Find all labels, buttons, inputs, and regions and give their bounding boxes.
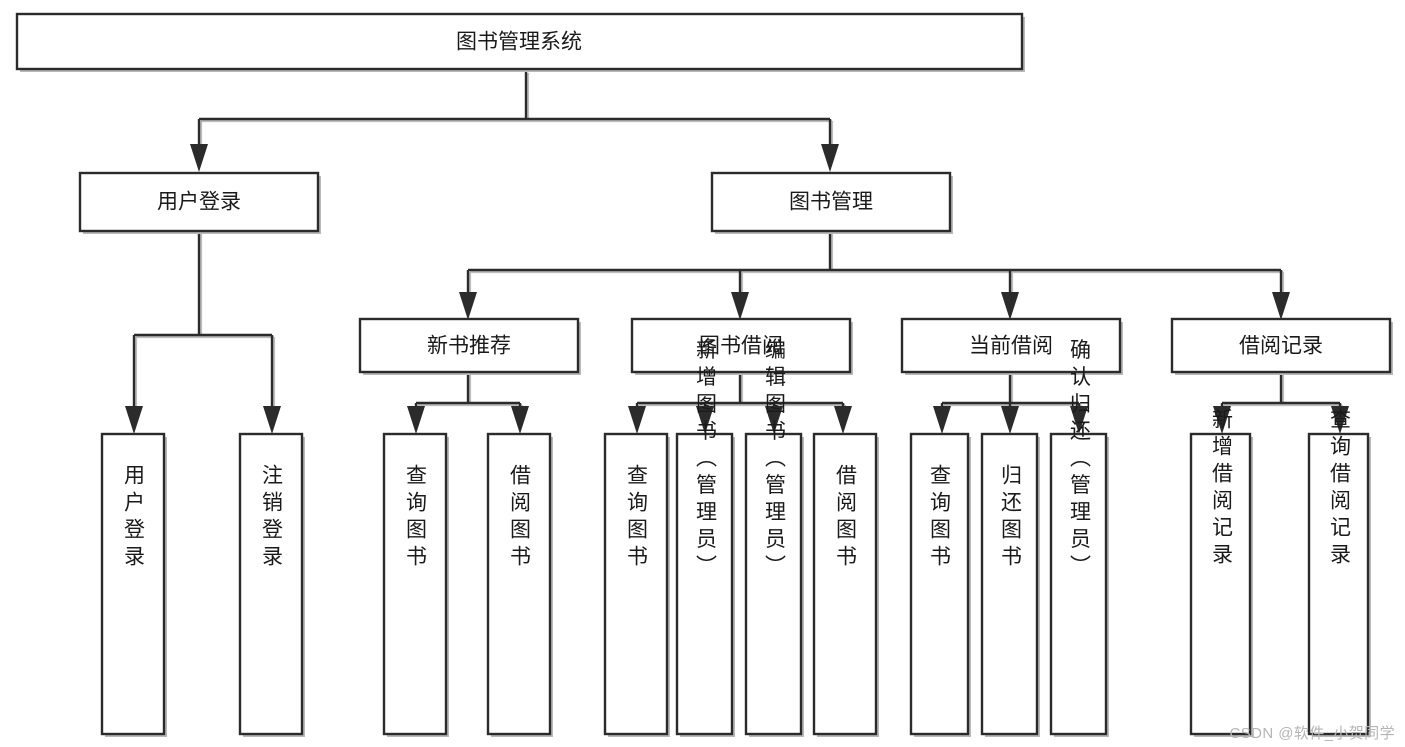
- node-leaf-confirm-return-admin[interactable]: 确认归还（管理员）: [1049, 339, 1109, 738]
- node-leaf-query-borrow-record-label: 查询借阅记录: [1328, 408, 1352, 570]
- connector-newbook-to-leaves: [407, 373, 529, 434]
- csdn-watermark: CSDN @软件_小贺同学: [1229, 725, 1395, 742]
- node-borrow-record-label: 借阅记录: [1239, 335, 1323, 358]
- node-leaf-edit-book-admin[interactable]: 编辑图书（管理员）: [744, 339, 804, 738]
- node-borrow-record[interactable]: 借阅记录: [1170, 317, 1393, 375]
- node-leaf-add-borrow-record-label: 新增借阅记录: [1210, 408, 1234, 570]
- node-leaf-user-login[interactable]: 用户登录: [100, 432, 167, 737]
- node-current-borrow[interactable]: 当前借阅: [900, 317, 1123, 375]
- node-leaf-borrow-book-b[interactable]: 借阅图书: [812, 432, 879, 737]
- node-user-login-label: 用户登录: [157, 191, 241, 214]
- node-leaf-query-book-b[interactable]: 查询图书: [603, 432, 670, 737]
- node-leaf-edit-book-admin-label: 编辑图书（管理员）: [763, 339, 787, 582]
- node-leaf-borrow-book-a-label: 借阅图书: [508, 464, 532, 572]
- node-leaf-return-book-label: 归还图书: [999, 464, 1023, 572]
- connector-bookmgmt-to-level3: [459, 232, 1290, 320]
- node-leaf-borrow-book-b-label: 借阅图书: [834, 464, 858, 572]
- node-leaf-logout[interactable]: 注销登录: [238, 432, 305, 737]
- node-leaf-return-book[interactable]: 归还图书: [980, 432, 1040, 737]
- node-leaf-query-book-c-label: 查询图书: [928, 464, 952, 572]
- node-leaf-query-book-a[interactable]: 查询图书: [382, 432, 449, 737]
- node-leaf-confirm-return-admin-label: 确认归还（管理员）: [1068, 339, 1092, 582]
- node-new-book-recommend-label: 新书推荐: [427, 335, 511, 358]
- connector-borrow-to-leaves: [628, 373, 852, 434]
- node-leaf-add-borrow-record[interactable]: 新增借阅记录: [1189, 408, 1253, 737]
- node-leaf-query-borrow-record[interactable]: 查询借阅记录: [1307, 408, 1371, 737]
- node-leaf-query-book-b-label: 查询图书: [625, 464, 649, 572]
- node-book-borrow-label: 图书借阅: [699, 335, 783, 358]
- node-leaf-add-book-admin-label: 新增图书（管理员）: [694, 339, 718, 582]
- connector-current-to-leaves: [933, 373, 1088, 434]
- node-book-management-label: 图书管理: [789, 191, 873, 214]
- node-user-login[interactable]: 用户登录: [78, 171, 321, 234]
- node-leaf-logout-label: 注销登录: [260, 464, 284, 572]
- connector-layer: [125, 70, 1349, 434]
- node-new-book-recommend[interactable]: 新书推荐: [358, 317, 581, 375]
- node-root[interactable]: 图书管理系统: [15, 12, 1025, 72]
- node-leaf-borrow-book-a[interactable]: 借阅图书: [486, 432, 553, 737]
- node-book-borrow[interactable]: 图书借阅: [630, 317, 853, 375]
- connector-root-to-level2: [190, 70, 839, 172]
- node-leaf-add-book-admin[interactable]: 新增图书（管理员）: [675, 339, 735, 738]
- node-root-label: 图书管理系统: [456, 31, 582, 54]
- node-leaf-user-login-label: 用户登录: [122, 464, 146, 572]
- node-leaf-query-book-a-label: 查询图书: [404, 464, 428, 572]
- node-book-management[interactable]: 图书管理: [710, 171, 953, 234]
- connector-record-to-leaves: [1213, 373, 1349, 434]
- node-leaf-query-book-c[interactable]: 查询图书: [909, 432, 971, 737]
- node-current-borrow-label: 当前借阅: [969, 335, 1053, 358]
- connector-userlogin-to-leaves: [125, 232, 281, 434]
